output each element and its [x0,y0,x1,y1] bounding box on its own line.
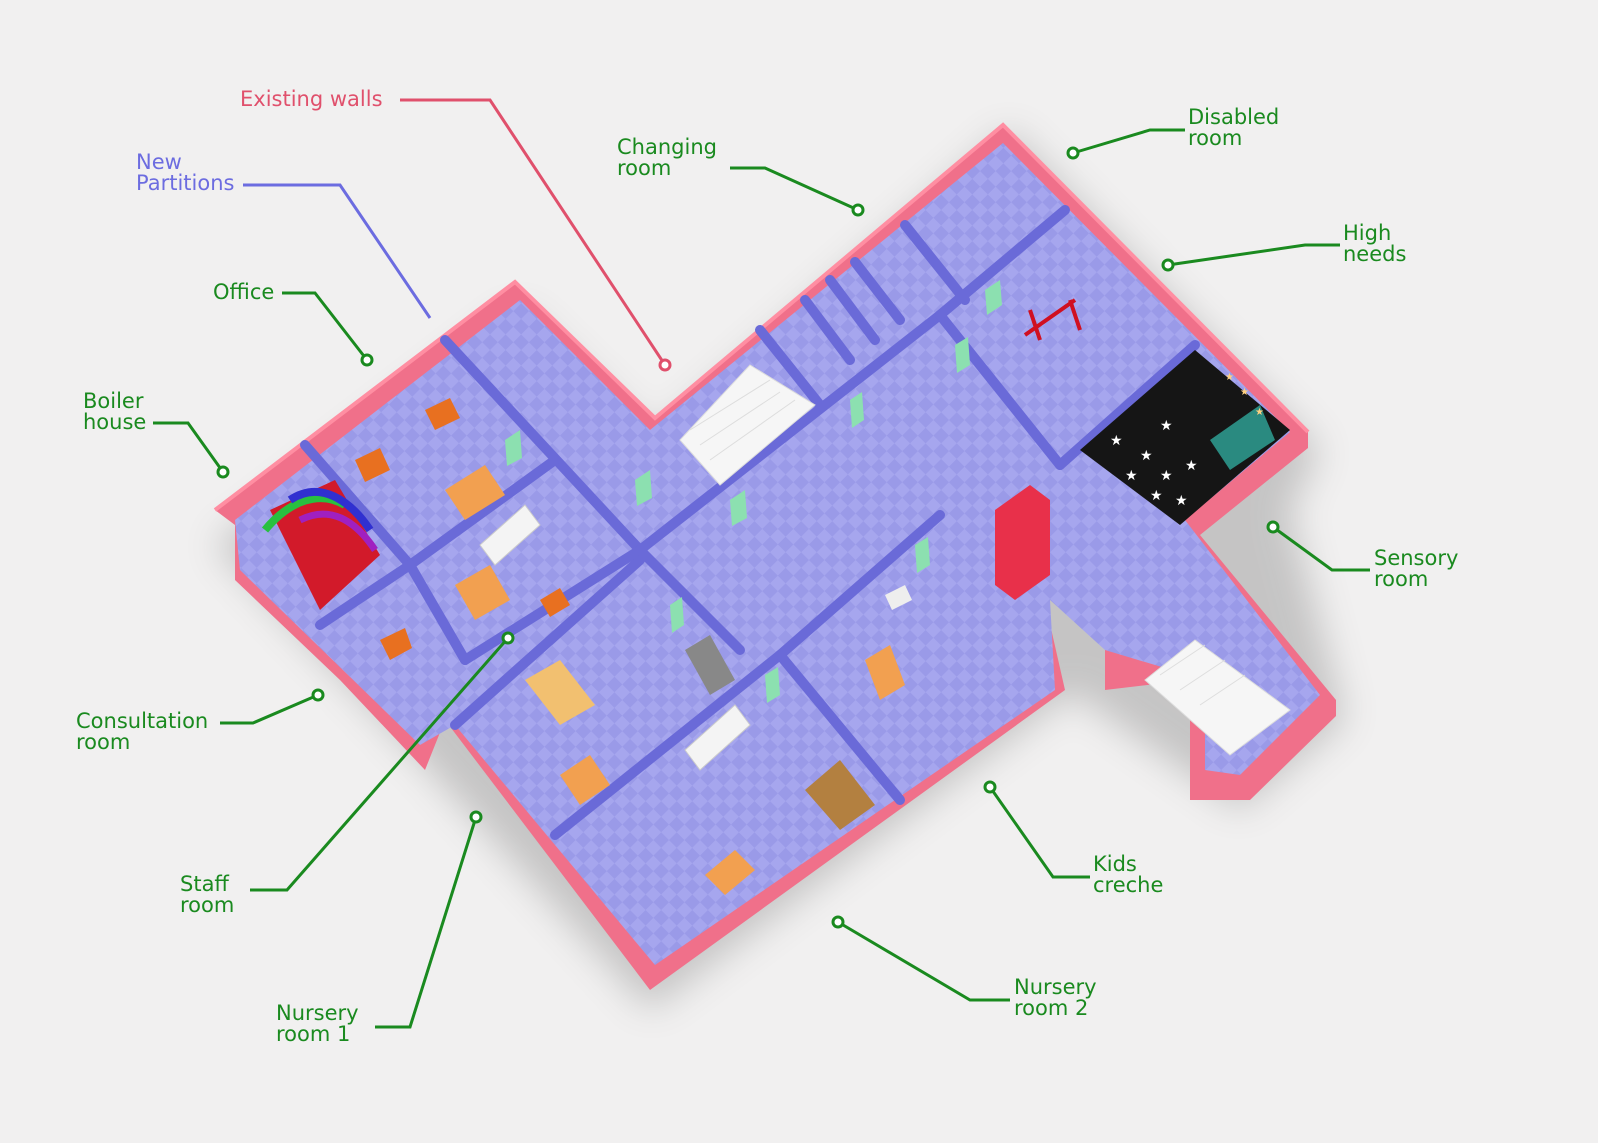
disabled-room-marker [1066,146,1080,160]
boiler-equipment [261,480,380,610]
sensory-room-leader [1272,525,1370,572]
disabled-room-leader [1072,128,1185,155]
nursery-room-2-line1: Nursery [1014,975,1097,999]
nursery-room-1-line2: room 1 [276,1022,351,1046]
staff-room-marker [501,631,515,645]
pillar [995,485,1050,600]
svg-text:★: ★ [1110,433,1123,449]
kids-creche-line2: creche [1093,873,1164,897]
floor-areas [235,143,1320,965]
svg-text:★: ★ [1140,448,1153,464]
staff-room-leader [250,637,510,892]
consultation-room-line2: room [76,730,131,754]
staff-room-label: Staff room [180,874,234,916]
existing-walls-label: Existing walls [240,89,383,110]
svg-text:★: ★ [1225,372,1234,383]
svg-text:★: ★ [1125,468,1138,484]
nursery-room-1-line1: Nursery [276,1001,359,1025]
svg-text:★: ★ [1160,468,1173,484]
boiler-house-leader [153,421,225,473]
staff-room-line2: room [180,893,235,917]
svg-text:★: ★ [1185,458,1198,474]
nursery-room-1-label: Nursery room 1 [276,1003,359,1045]
consultation-room-label: Consultation room [76,711,208,753]
existing-walls-leader [400,98,667,366]
office-text: Office [213,280,275,304]
new-partitions [300,205,1200,840]
nursery-room-2-line2: room 2 [1014,996,1089,1020]
swing-frame [1023,298,1082,341]
svg-text:★: ★ [1160,418,1173,434]
high-needs-line1: High [1343,221,1392,245]
boiler-house-line2: house [83,410,147,434]
kids-creche-label: Kids creche [1093,854,1163,896]
sensory-room-interior: ★ ★ ★ ★ ★ ★ ★ ★ ★ ★ ★ [1080,350,1290,525]
kids-creche-marker [983,780,997,794]
sensory-room-label: Sensory room [1374,548,1458,590]
furniture-shelves [479,504,751,771]
svg-text:★: ★ [1255,407,1264,418]
staff-room-line1: Staff [180,872,229,896]
new-partitions-leader [243,183,432,319]
disabled-room-line2: room [1188,126,1243,150]
new-partitions-line2: Partitions [136,171,235,195]
consultation-room-marker [311,688,325,702]
existing-walls-marker [658,358,672,372]
existing-walls-text: Existing walls [240,87,383,111]
high-needs-line2: needs [1343,242,1407,266]
office-leader [282,291,369,361]
sensory-room-line2: room [1374,567,1429,591]
nursery-room-1-marker [469,810,483,824]
sensory-room-line1: Sensory [1374,546,1459,570]
office-marker [360,353,374,367]
boiler-house-marker [216,465,230,479]
nursery-room-1-leader [375,816,478,1029]
changing-room-marker [851,203,865,217]
furniture-tables [355,398,912,895]
existing-walls-rim [213,122,1310,512]
changing-room-leader [730,166,859,212]
consultation-room-leader [220,693,319,725]
high-needs-leader [1167,243,1340,267]
svg-text:★: ★ [1240,387,1249,398]
sensory-room-marker [1266,520,1280,534]
changing-room-label: Changing room [617,137,717,179]
svg-text:★: ★ [1175,493,1188,509]
office-label: Office [213,282,274,303]
kids-creche-line1: Kids [1093,852,1137,876]
doors [505,280,1002,703]
svg-text:★: ★ [1150,488,1163,504]
kids-creche-leader [988,786,1090,879]
new-partitions-label: New Partitions [136,152,234,194]
changing-room-line1: Changing [617,135,717,159]
new-partitions-line1: New [136,150,182,174]
disabled-room-label: Disabled room [1188,107,1279,149]
boiler-house-line1: Boiler [83,389,144,413]
staircase-north [679,364,816,486]
disabled-room-line1: Disabled [1188,105,1280,129]
staircase-south-east [1144,639,1291,756]
high-needs-marker [1161,258,1175,272]
changing-room-line2: room [617,156,672,180]
boiler-house-label: Boiler house [83,391,146,433]
high-needs-label: High needs [1343,223,1406,265]
nursery-room-2-leader [837,920,1010,1002]
nursery-room-2-marker [831,915,845,929]
nursery-room-2-label: Nursery room 2 [1014,977,1097,1019]
consultation-room-line1: Consultation [76,709,209,733]
